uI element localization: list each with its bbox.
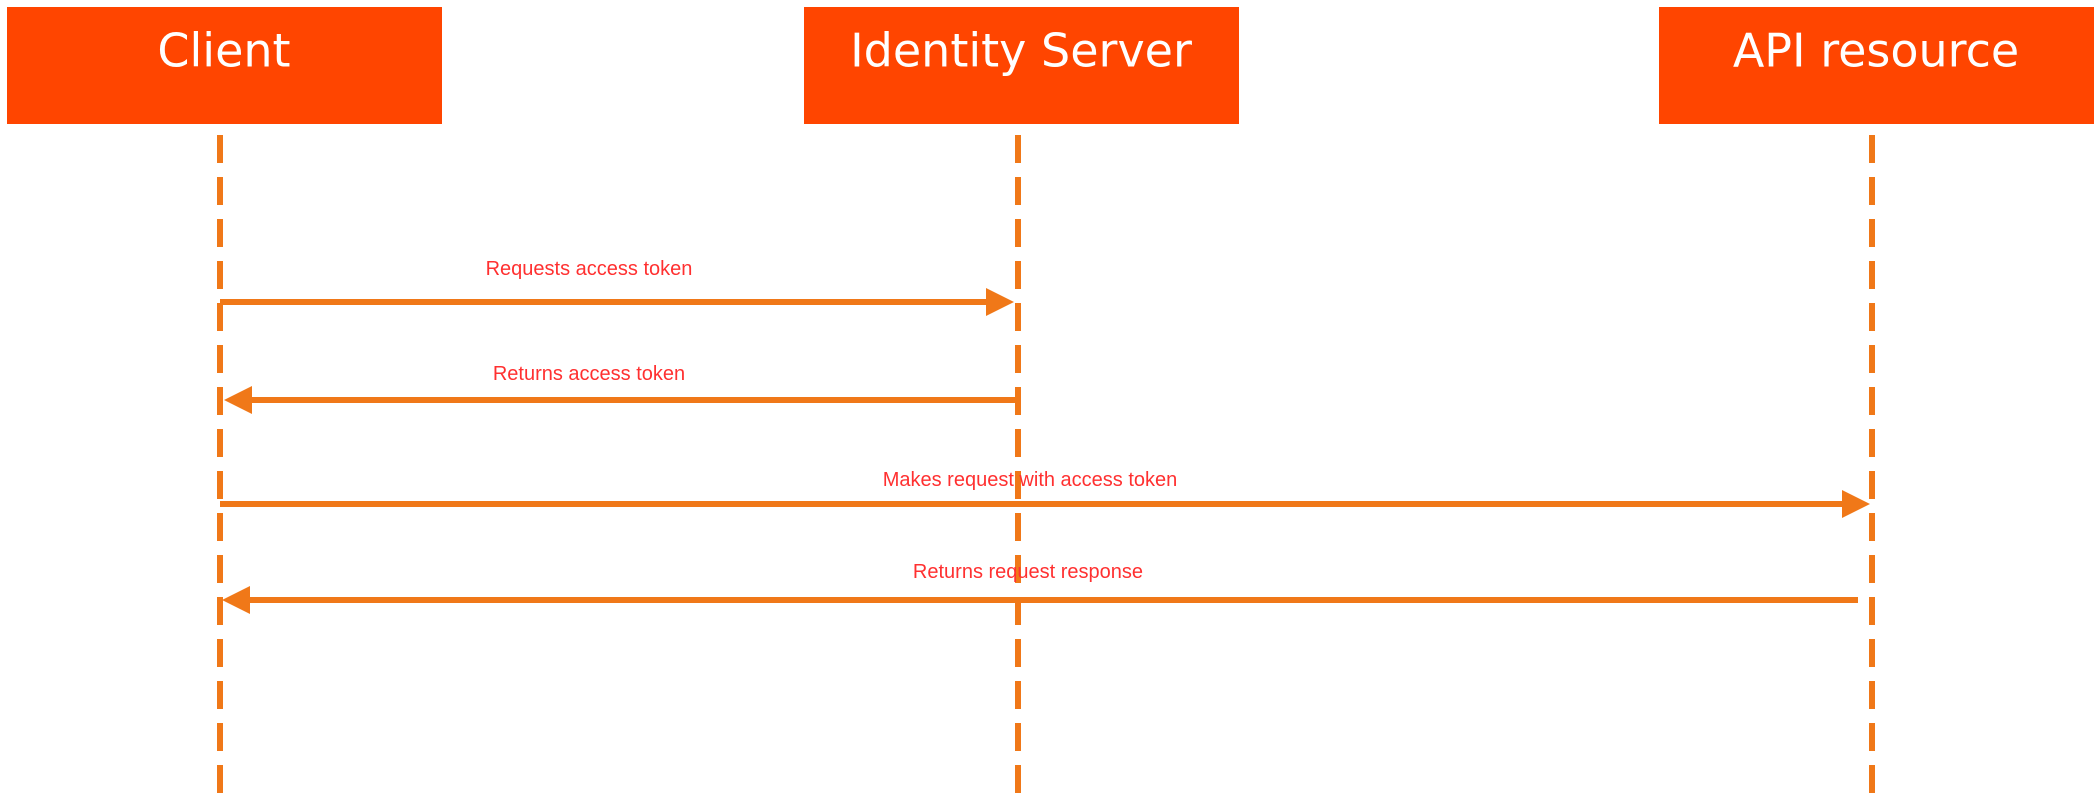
actor-label-identity-server: Identity Server [850,24,1192,78]
actor-label-client: Client [157,24,290,78]
arrowhead-right-icon [986,288,1014,316]
actor-label-api-resource: API resource [1733,24,2019,78]
actor-api-resource: API resource [1659,7,2094,124]
actor-box-api-resource [1659,7,2094,124]
message-returns-access-token: Returns access token [224,363,1018,414]
message-requests-access-token: Requests access token [220,258,1014,316]
message-returns-request-response: Returns request response [222,561,1858,614]
arrowhead-right-icon [1842,490,1870,518]
message-label: Requests access token [486,258,693,280]
actor-box-client [7,7,442,124]
message-label: Returns access token [493,363,685,385]
message-label: Makes request with access token [883,469,1178,491]
actor-identity-server: Identity Server [804,7,1239,124]
message-label: Returns request response [913,561,1143,583]
arrowhead-left-icon [224,386,252,414]
actor-box-identity-server [804,7,1239,124]
actor-client: Client [7,7,442,124]
arrowhead-left-icon [222,586,250,614]
message-makes-request-with-access-token: Makes request with access token [220,469,1870,518]
